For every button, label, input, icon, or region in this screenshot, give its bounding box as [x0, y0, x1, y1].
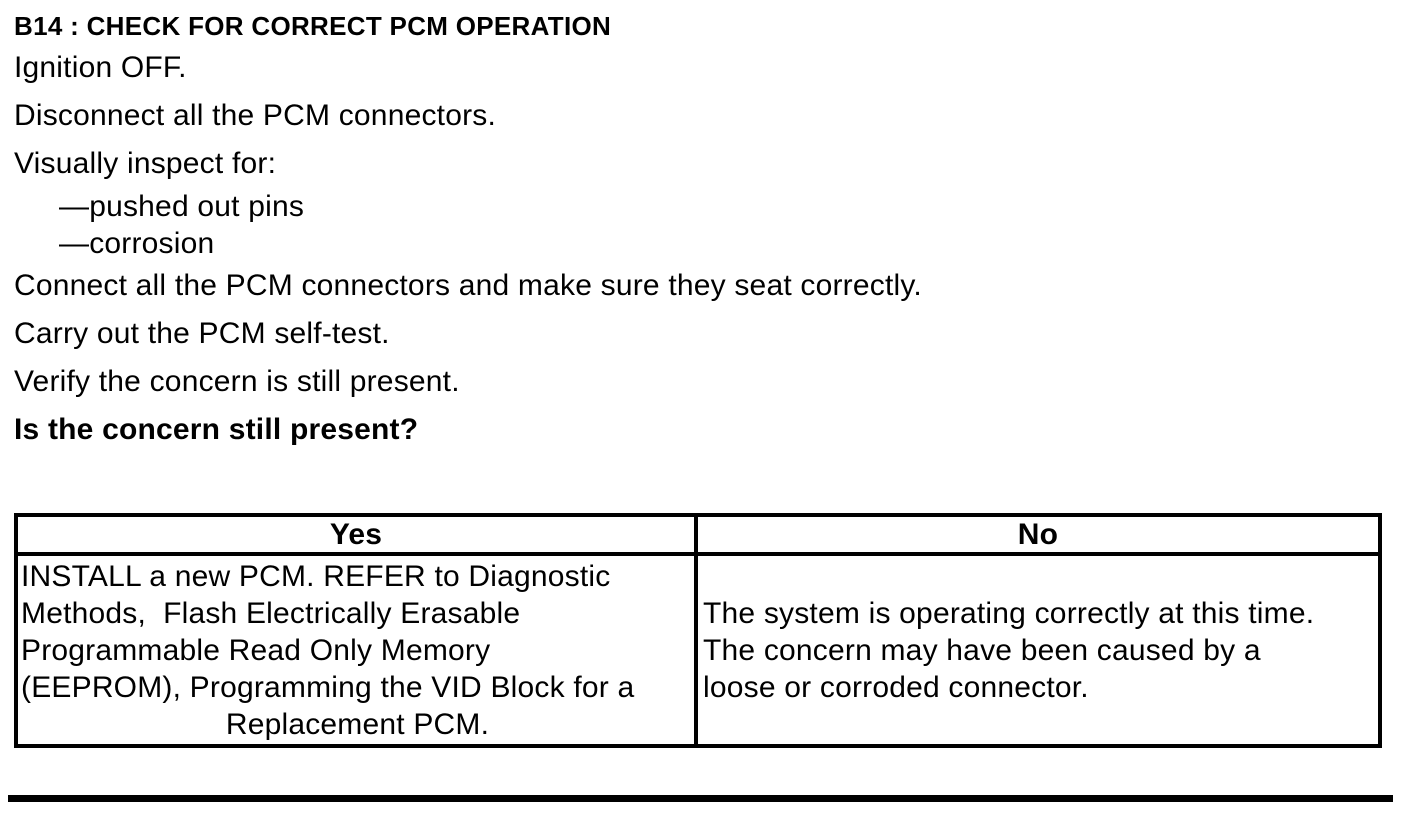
page-divider-rule	[8, 795, 1393, 802]
yes-cell-line-last: Replacement PCM.	[225, 708, 490, 741]
results-header-row: Yes No	[14, 513, 1382, 556]
no-cell-line: The concern may have been caused by a	[703, 633, 1261, 667]
results-body-row: INSTALL a new PCM. REFER to Diagnostic M…	[14, 552, 1382, 748]
yes-cell-line: (EEPROM), Programming the VID Block for …	[21, 671, 635, 704]
no-action-text: The system is operating correctly at thi…	[698, 556, 1378, 744]
no-column-header: No	[694, 513, 1382, 556]
no-cell-line: The system is operating correctly at thi…	[703, 596, 1315, 630]
page-title: B14 : CHECK FOR CORRECT PCM OPERATION	[14, 11, 612, 41]
no-cell-line: loose or corroded connector.	[703, 670, 1089, 704]
yes-action-text: INSTALL a new PCM. REFER to Diagnostic M…	[18, 556, 694, 744]
step-self-test: Carry out the PCM self-test.	[14, 317, 390, 350]
step-ignition-off: Ignition OFF.	[14, 51, 187, 84]
inspect-item-corrosion: —corrosion	[59, 227, 215, 260]
step-disconnect-connectors: Disconnect all the PCM connectors.	[14, 99, 497, 132]
yes-column-header: Yes	[14, 513, 698, 556]
yes-cell-line: Methods, Flash Electrically Erasable	[21, 597, 521, 630]
yes-cell-line: Programmable Read Only Memory	[21, 634, 491, 667]
results-table: Yes No INSTALL a new PCM. REFER to Diagn…	[14, 513, 1382, 748]
step-connect-connectors: Connect all the PCM connectors and make …	[14, 269, 922, 302]
yes-action-cell: INSTALL a new PCM. REFER to Diagnostic M…	[14, 552, 698, 748]
step-visually-inspect: Visually inspect for:	[14, 147, 277, 180]
decision-question: Is the concern still present?	[14, 413, 419, 446]
yes-cell-line: INSTALL a new PCM. REFER to Diagnostic	[21, 560, 611, 593]
inspect-item-pushed-out-pins: —pushed out pins	[59, 190, 305, 223]
step-verify-concern: Verify the concern is still present.	[14, 365, 460, 398]
no-action-cell: The system is operating correctly at thi…	[694, 552, 1382, 748]
